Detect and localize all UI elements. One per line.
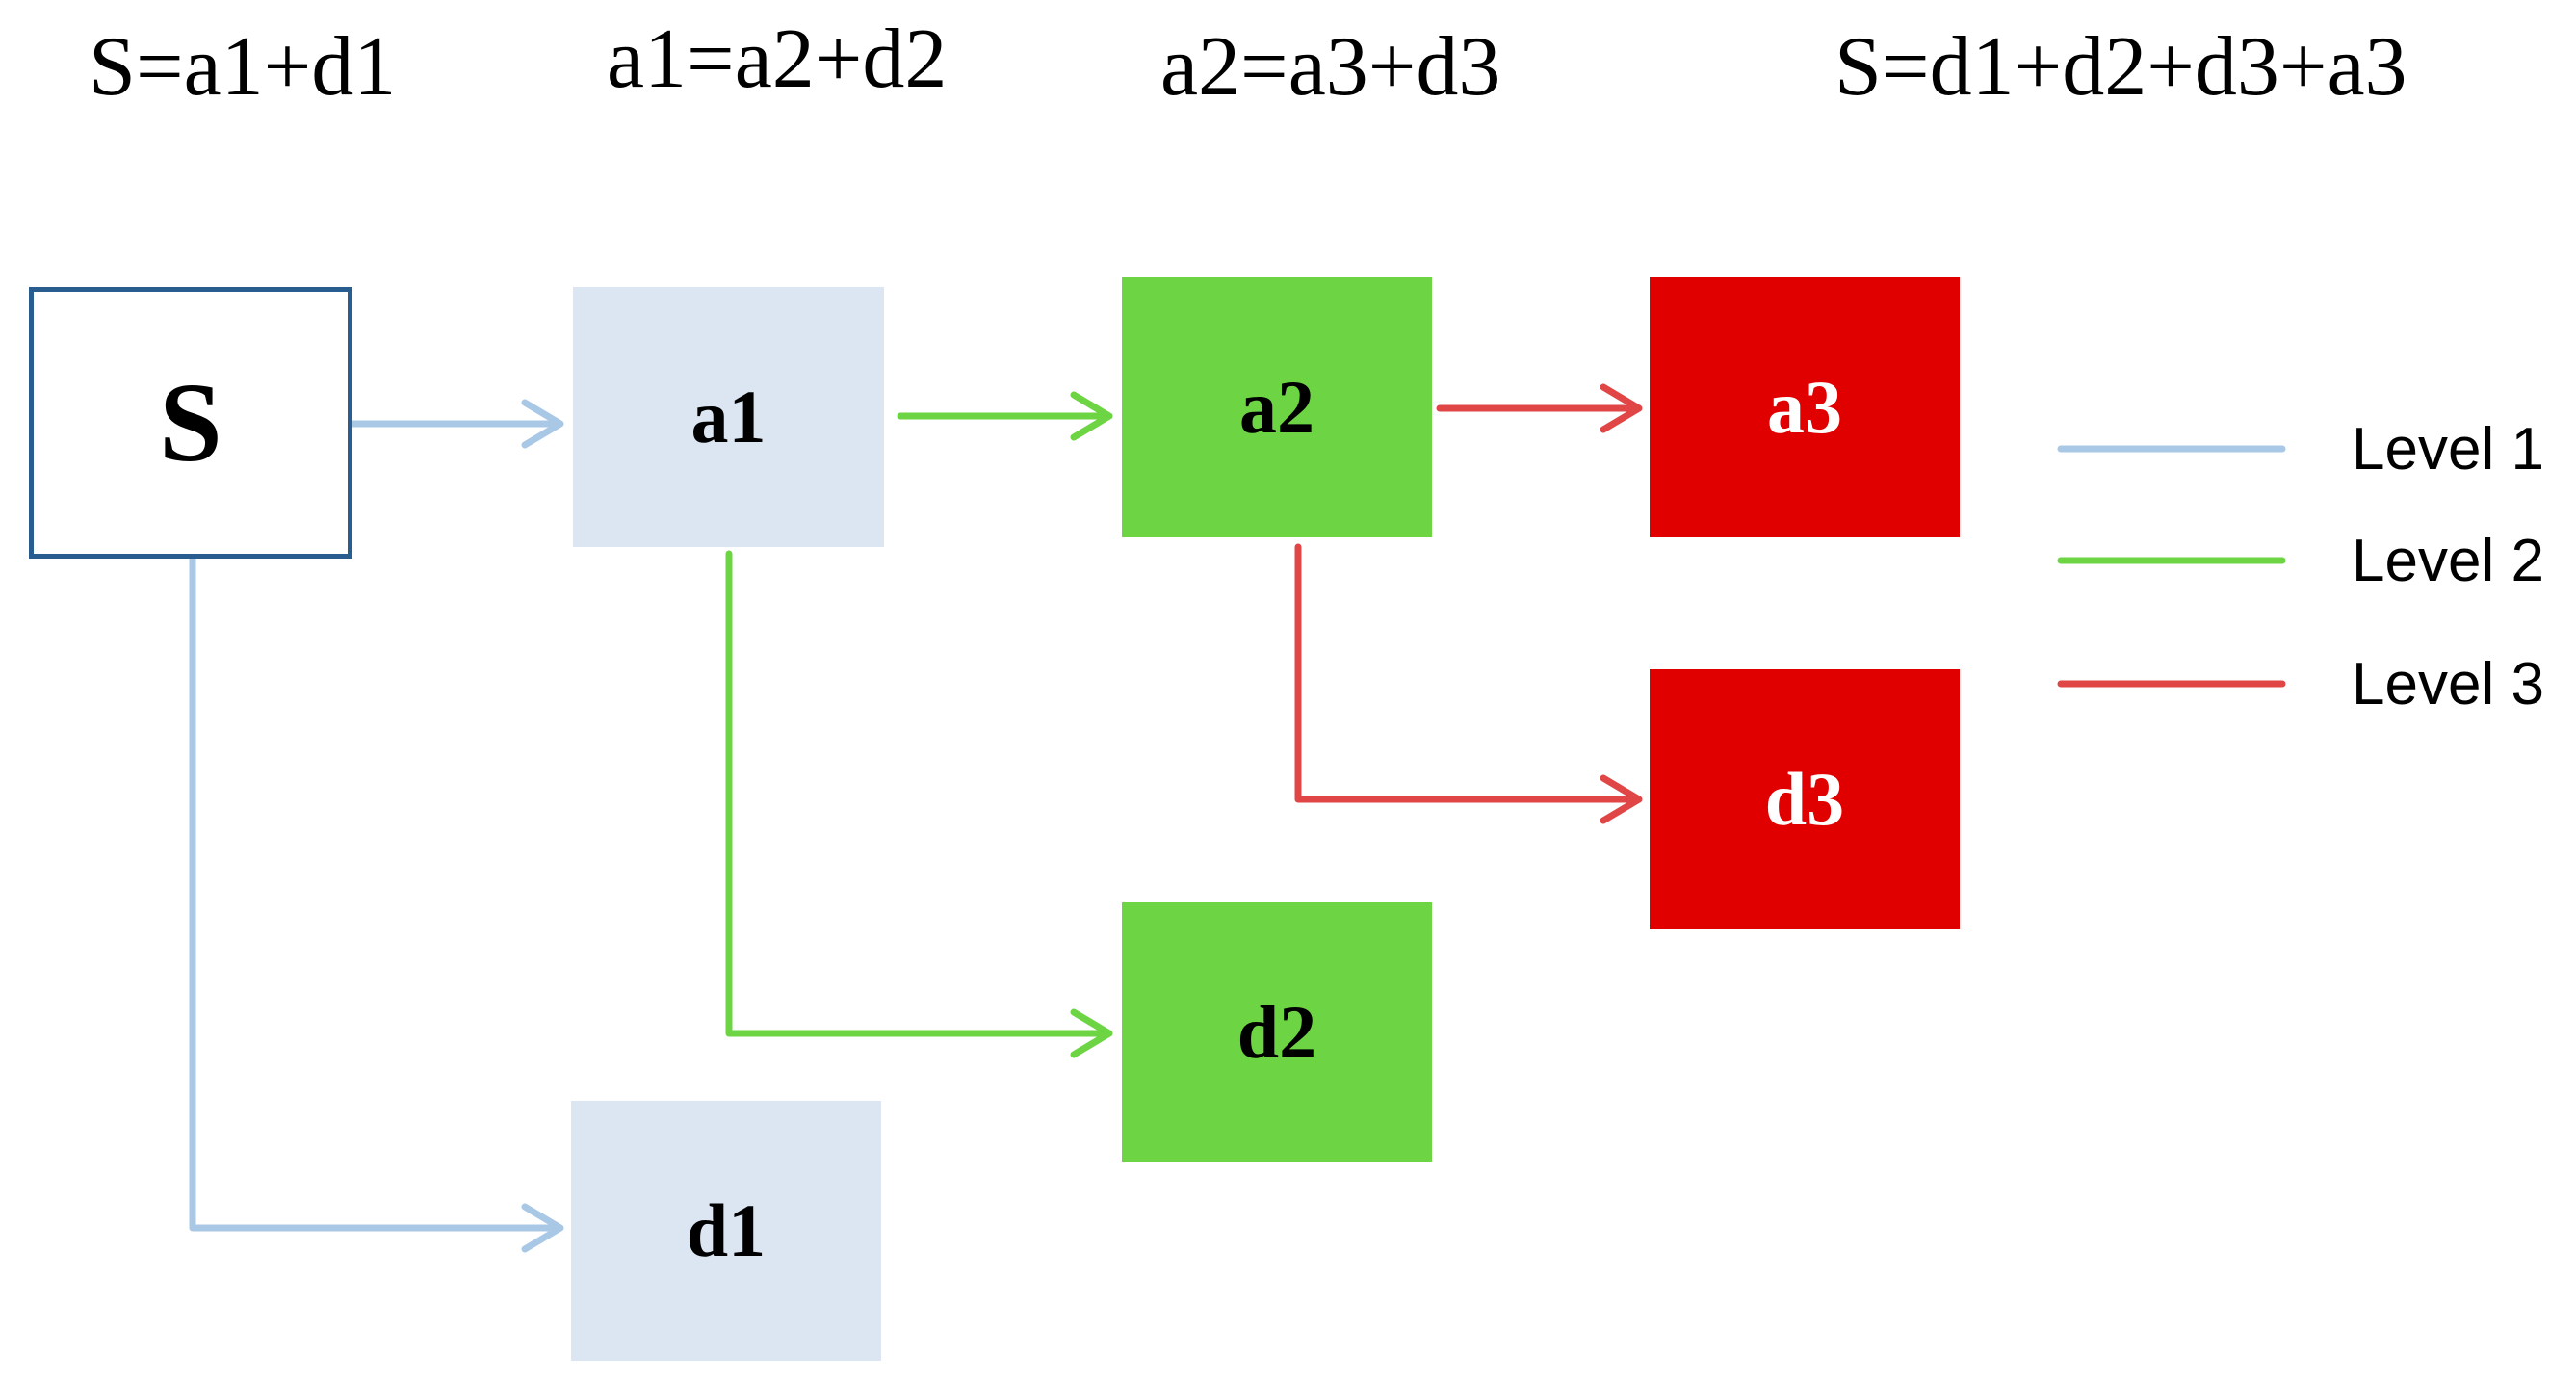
arrowhead-a1-to-a2 bbox=[1070, 391, 1113, 441]
arrowhead-s-to-d1 bbox=[521, 1203, 564, 1253]
formula-level-3: a2=a3+d3 bbox=[1160, 20, 1501, 114]
formula-total: S=d1+d2+d3+a3 bbox=[1834, 20, 2407, 114]
node-d2: d2 bbox=[1122, 902, 1432, 1162]
level-1-connectors bbox=[189, 399, 564, 1253]
node-d3: d3 bbox=[1650, 669, 1960, 929]
arrow-a2-to-d3 bbox=[1294, 543, 1641, 803]
arrow-s-to-d1 bbox=[189, 555, 562, 1232]
legend-label-level-3: Level 3 bbox=[2352, 651, 2544, 718]
legend-label-level-1: Level 1 bbox=[2352, 416, 2544, 483]
arrowhead-a2-to-a3 bbox=[1600, 383, 1643, 433]
formula-level-1: S=a1+d1 bbox=[89, 20, 397, 114]
node-a2: a2 bbox=[1122, 277, 1432, 537]
node-d1: d1 bbox=[571, 1101, 881, 1361]
formula-level-2: a1=a2+d2 bbox=[607, 13, 948, 106]
level-3-connectors bbox=[1294, 383, 1643, 824]
node-s: S bbox=[29, 287, 352, 559]
level-2-connectors bbox=[725, 391, 1113, 1058]
arrowhead-s-to-a1 bbox=[521, 399, 564, 449]
legend-label-level-2: Level 2 bbox=[2352, 528, 2544, 594]
arrowhead-a1-to-d2 bbox=[1070, 1008, 1113, 1058]
arrow-a1-to-d2 bbox=[725, 550, 1111, 1037]
node-a1: a1 bbox=[573, 287, 884, 547]
node-a3: a3 bbox=[1650, 277, 1960, 537]
arrowhead-a2-to-d3 bbox=[1600, 774, 1643, 824]
